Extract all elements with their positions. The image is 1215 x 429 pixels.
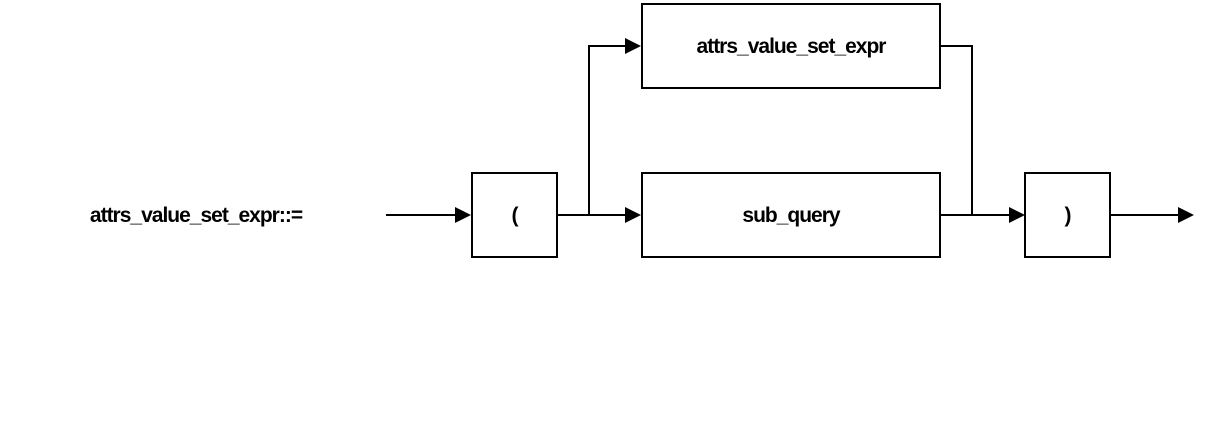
- close-paren-node: ): [1024, 172, 1111, 258]
- exit-arrowhead: [1178, 207, 1194, 223]
- sub-query-arrowhead: [625, 207, 641, 223]
- merge-line-attrs-value-set-expr: [940, 45, 973, 215]
- entry-arrowhead: [455, 207, 471, 223]
- sub-query-label: sub_query: [742, 204, 841, 227]
- close-paren-arrowhead: [1009, 207, 1025, 223]
- attrs-value-set-expr-arrowhead: [625, 38, 641, 54]
- rule-name-label: attrs_value_set_expr::=: [90, 204, 303, 227]
- attrs-value-set-expr-label: attrs_value_set_expr: [697, 35, 887, 58]
- close-paren-box: [1024, 172, 1111, 258]
- sub-query-box: [641, 172, 941, 258]
- branch-line-attrs-value-set-expr: [588, 45, 628, 215]
- sub-query-node: sub_query: [641, 172, 941, 258]
- close-paren-label: ): [1065, 204, 1071, 227]
- attrs-value-set-expr-box: [641, 3, 941, 89]
- open-paren-node: (: [471, 172, 558, 258]
- attrs-value-set-expr-node: attrs_value_set_expr: [641, 3, 941, 89]
- open-paren-label: (: [512, 204, 519, 227]
